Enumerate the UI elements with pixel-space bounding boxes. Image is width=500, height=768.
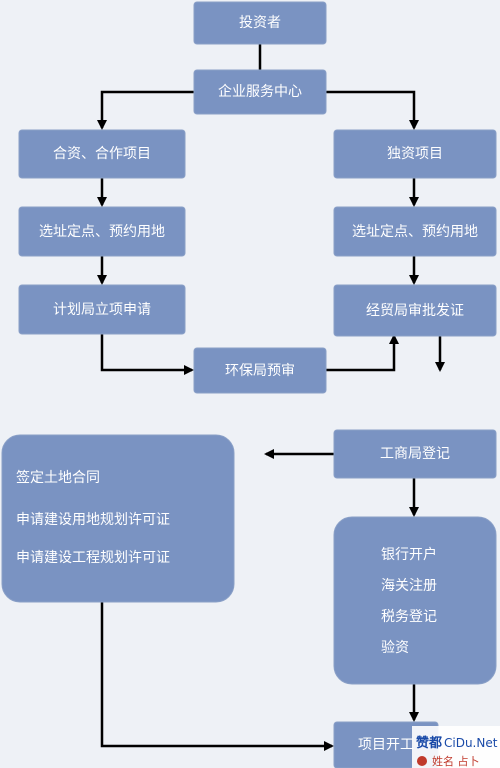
node-land-line-1: 签定土地合同 xyxy=(16,469,100,486)
watermark: 赞都 CiDu.Net 姓名 占卜 xyxy=(412,726,500,768)
edge-service-joint xyxy=(97,90,194,130)
node-env-bureau-label: 环保局预审 xyxy=(225,363,295,379)
node-investor-label: 投资者 xyxy=(239,15,281,31)
edge-land-start xyxy=(100,602,334,751)
node-investor: 投资者 xyxy=(193,1,327,45)
node-trade-bureau-label: 经贸局审批发证 xyxy=(366,303,464,319)
edge-service-sole xyxy=(326,90,419,130)
node-trade-bureau: 经贸局审批发证 xyxy=(333,284,497,337)
node-project-start-label: 项目开工 xyxy=(358,737,414,753)
node-service-center: 企业服务中心 xyxy=(193,69,327,115)
node-commerce-bureau-label: 工商局登记 xyxy=(380,446,450,462)
node-bank-line-3: 税务登记 xyxy=(381,609,437,625)
node-site-right: 选址定点、预约用地 xyxy=(333,206,497,257)
node-bank-line-2: 海关注册 xyxy=(381,578,437,594)
node-planning-bureau: 计划局立项申请 xyxy=(18,284,186,335)
node-joint-venture-label: 合资、合作项目 xyxy=(53,146,151,162)
yin-yang-icon xyxy=(417,756,427,766)
watermark-brand: 赞都 xyxy=(415,735,442,751)
node-bank-line-1: 银行开户 xyxy=(381,546,437,563)
node-joint-venture: 合资、合作项目 xyxy=(18,129,186,179)
node-bank-line-4: 验资 xyxy=(381,640,409,656)
node-land-line-2: 申请建设用地规划许可证 xyxy=(16,512,170,528)
node-service-center-label: 企业服务中心 xyxy=(218,83,302,100)
node-commerce-bureau: 工商局登记 xyxy=(333,429,497,479)
node-bank-box: 银行开户 海关注册 税务登记 验资 xyxy=(333,516,497,685)
node-sole-venture: 独资项目 xyxy=(333,129,497,179)
node-planning-bureau-label: 计划局立项申请 xyxy=(53,302,151,318)
edges xyxy=(97,44,445,751)
node-land-box: 签定土地合同 申请建设用地规划许可证 申请建设工程规划许可证 xyxy=(1,434,235,603)
edge-env-trade xyxy=(326,334,399,372)
watermark-tagline: 姓名 占卜 xyxy=(432,754,480,768)
node-env-bureau: 环保局预审 xyxy=(193,347,327,394)
node-land-line-3: 申请建设工程规划许可证 xyxy=(16,550,170,566)
edge-planning-env xyxy=(100,334,194,375)
node-sole-venture-label: 独资项目 xyxy=(387,146,443,162)
node-site-left-label: 选址定点、预约用地 xyxy=(39,224,165,240)
node-site-left: 选址定点、预约用地 xyxy=(18,206,186,257)
node-site-right-label: 选址定点、预约用地 xyxy=(352,224,478,240)
watermark-domain: CiDu.Net xyxy=(444,736,498,750)
node-project-start: 项目开工 xyxy=(333,721,439,768)
